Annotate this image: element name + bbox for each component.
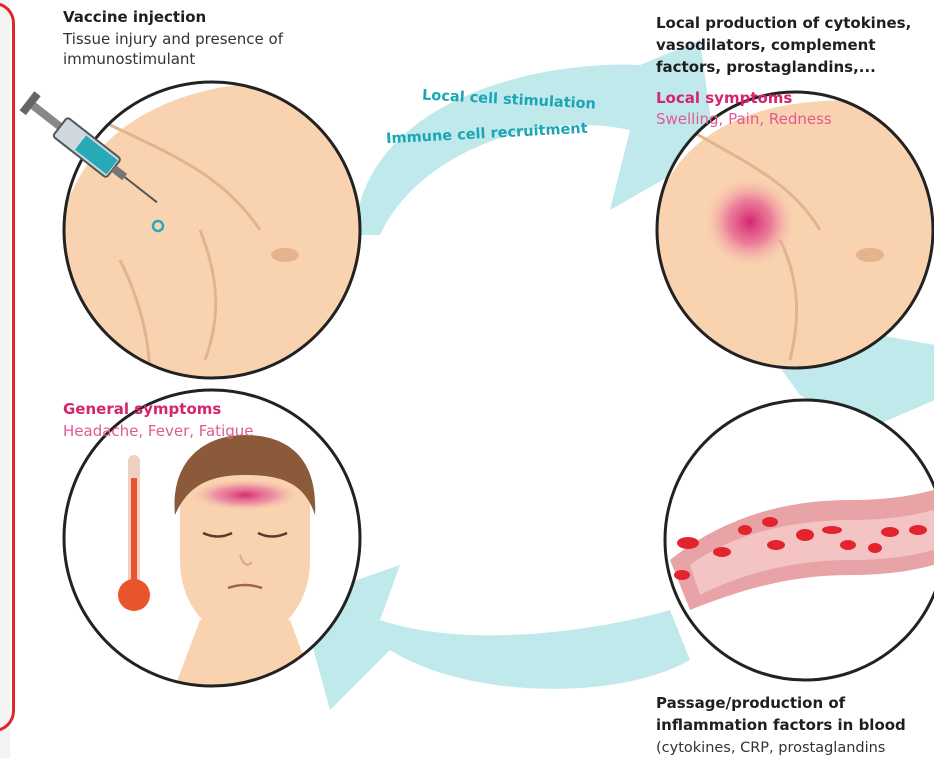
injection-illustration [20,82,380,380]
blood-line-1: Passage/production of [656,692,845,714]
blood-line-2: inflammation factors in blood [656,714,906,736]
general-symptoms-items: Headache, Fever, Fatigue [63,422,254,440]
local-symptoms-title: Local symptoms [656,89,792,107]
blood-vessel-illustration [665,400,934,680]
vaccine-line-2: immunostimulant [63,49,195,69]
local-production-line-3: factors, prostaglandins,... [656,56,876,78]
local-production-line-2: vasodilators, complement [656,34,876,56]
vaccine-title: Vaccine injection [63,6,206,28]
general-symptoms-title: General symptoms [63,400,221,418]
local-symptoms-items: Swelling, Pain, Redness [656,110,832,128]
local-production-line-1: Local production of cytokines, [656,12,911,34]
blood-line-3: (cytokines, CRP, prostaglandins [656,738,885,758]
vaccine-line-1: Tissue injury and presence of [63,29,283,49]
arrow-bottom [300,565,690,710]
